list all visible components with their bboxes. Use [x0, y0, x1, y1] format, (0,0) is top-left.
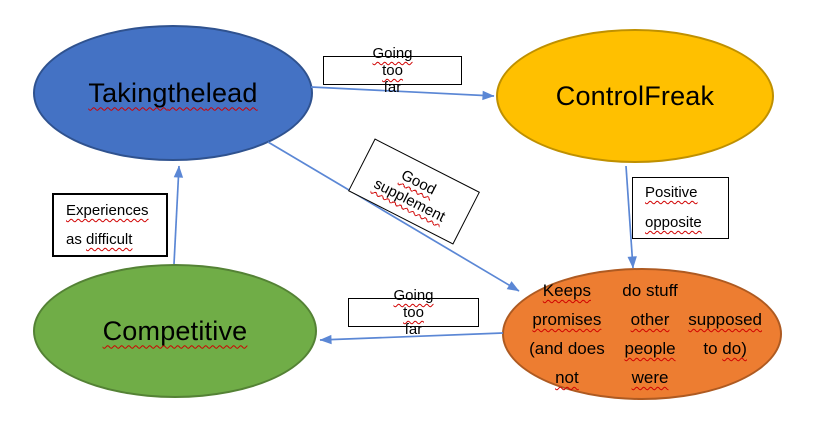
- word: do: [622, 281, 642, 300]
- word: too: [382, 62, 403, 79]
- text-line: Positive: [645, 178, 728, 208]
- node-competitive[interactable]: Competitive: [33, 264, 317, 398]
- word: Control: [555, 80, 645, 111]
- word: difficult: [86, 231, 133, 248]
- edge-label-positive-opposite[interactable]: Positive opposite: [632, 177, 729, 239]
- word: Freak: [644, 80, 715, 111]
- word: not: [555, 368, 579, 387]
- word: Competitive: [102, 315, 248, 346]
- word: Taking: [88, 77, 168, 108]
- word: does: [567, 339, 605, 358]
- word: to: [703, 339, 718, 358]
- word: Positive: [645, 184, 698, 201]
- arrow-competitive-to-taking[interactable]: [173, 165, 184, 265]
- word: far: [383, 79, 402, 96]
- text-line: as difficult: [66, 225, 166, 254]
- text-line: Experiences: [66, 196, 166, 225]
- edge-label-experiences-as-difficult[interactable]: Experiences as difficult: [52, 193, 168, 257]
- word: people: [624, 339, 676, 358]
- word: do): [722, 339, 747, 358]
- node-taking-the-lead[interactable]: Taking the lead: [33, 25, 313, 161]
- word: supposed: [688, 310, 762, 329]
- word: Keeps: [542, 281, 591, 300]
- text-line: opposite: [645, 208, 728, 238]
- text-line: supposed to do): [688, 305, 762, 363]
- word: the: [167, 77, 206, 108]
- word: opposite: [645, 214, 702, 231]
- word: Going: [393, 287, 434, 304]
- word: too: [403, 304, 424, 321]
- word: (and: [529, 339, 564, 358]
- word: as: [66, 231, 82, 248]
- edge-label-going-too-far-top[interactable]: Going too far: [323, 45, 462, 96]
- text-line: do stuff other people were: [612, 276, 688, 392]
- word: stuff: [645, 281, 678, 300]
- word: Going: [372, 45, 413, 62]
- arrow-taking-to-control[interactable]: [310, 86, 495, 101]
- word: Experiences: [66, 202, 149, 219]
- word: lead: [205, 77, 258, 108]
- word: were: [631, 368, 669, 387]
- text-line: Keeps promises (and does not: [522, 276, 612, 392]
- edge-label-going-too-far-bottom[interactable]: Going too far: [348, 287, 479, 338]
- word: far: [404, 321, 423, 338]
- node-control-freak[interactable]: Control Freak: [496, 29, 774, 163]
- word: other: [630, 310, 670, 329]
- word: promises: [532, 310, 602, 329]
